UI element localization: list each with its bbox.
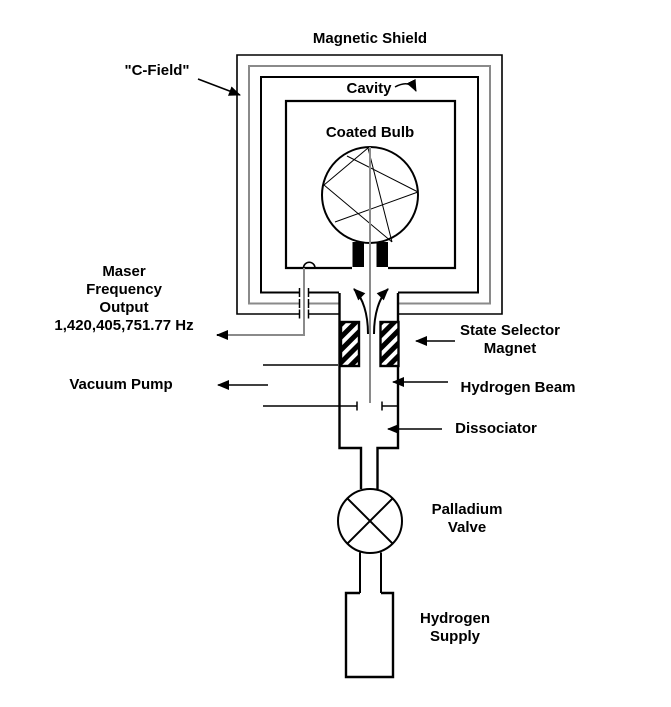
dissociator-label: Dissociator bbox=[455, 420, 537, 437]
beam-tube bbox=[263, 293, 400, 489]
atom-bounce-lines bbox=[323, 147, 419, 243]
state-selector-magnets bbox=[339, 320, 400, 368]
shield-middle-rect bbox=[248, 65, 491, 305]
feedthrough-ticks bbox=[298, 288, 310, 319]
cavity-label: Cavity bbox=[346, 80, 392, 97]
cavity-arrow bbox=[394, 78, 417, 92]
magnetic-shield-layers bbox=[236, 54, 503, 319]
label-arrows bbox=[197, 78, 455, 434]
valve-lower-neck bbox=[359, 552, 382, 593]
magnet-right bbox=[379, 320, 400, 368]
state-selector-magnet-label: State Selector Magnet bbox=[459, 322, 561, 357]
collimator-left-block bbox=[352, 242, 364, 267]
collimator-right-block bbox=[376, 242, 388, 267]
magnet-left bbox=[339, 320, 361, 368]
source-aperture-line bbox=[263, 401, 397, 411]
c-field-label: "C-Field" bbox=[124, 62, 190, 79]
coated-bulb-label: Coated Bulb bbox=[325, 124, 415, 141]
beam-arrow-left bbox=[353, 288, 369, 335]
magnetic-shield-label: Magnetic Shield bbox=[312, 30, 428, 47]
cavity-box bbox=[284, 99, 457, 270]
valve-x bbox=[346, 497, 394, 545]
collimator-blocks bbox=[352, 242, 388, 267]
shield-inner-rect bbox=[260, 76, 479, 294]
beam-arrow-right bbox=[373, 288, 389, 335]
pickup-loop bbox=[302, 261, 316, 269]
vacuum-pump-label: Vacuum Pump bbox=[69, 376, 173, 393]
palladium-valve-label: Palladium Valve bbox=[431, 501, 503, 536]
tube-walls bbox=[338, 293, 400, 489]
hydrogen-beam-label: Hydrogen Beam bbox=[460, 379, 576, 396]
c-field-arrow bbox=[197, 78, 241, 96]
beam-spread-arrows bbox=[353, 288, 389, 335]
hydrogen-supply-bottle bbox=[344, 591, 395, 679]
maser-frequency-output-label: Maser Frequency Output 1,420,405,751.77 … bbox=[54, 263, 194, 334]
shield-outer-rect bbox=[236, 54, 503, 315]
palladium-valve-shape bbox=[337, 488, 403, 593]
hydrogen-supply-label: Hydrogen Supply bbox=[419, 610, 490, 645]
coax-line bbox=[217, 268, 305, 336]
